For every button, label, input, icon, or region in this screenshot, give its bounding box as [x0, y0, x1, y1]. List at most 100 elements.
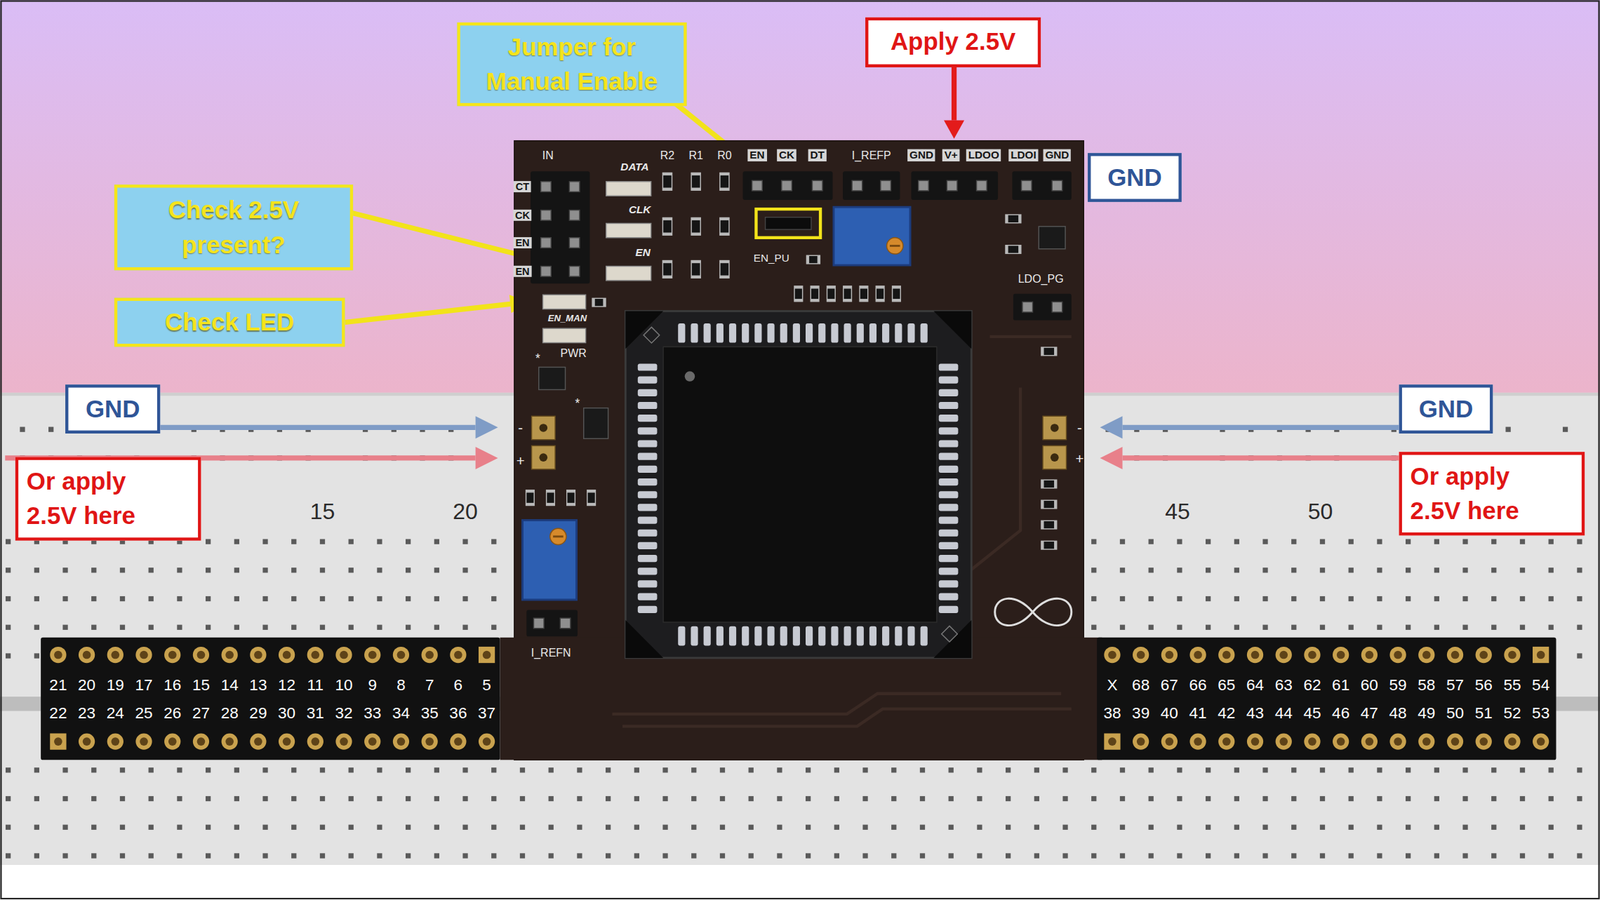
- header-pin: [1161, 733, 1178, 750]
- header-pin: [449, 647, 466, 664]
- breadboard-hole: [1520, 796, 1525, 802]
- breadboard-hole: [1205, 853, 1211, 859]
- breadboard-hole: [1491, 767, 1497, 773]
- smd-pad: [793, 285, 803, 302]
- breadboard-hole: [1462, 567, 1468, 573]
- callout-text: Check 2.5V present?: [125, 192, 342, 263]
- pin-number: 60: [1360, 675, 1379, 694]
- pin-pad: [1447, 647, 1464, 664]
- header-pin: [811, 180, 823, 191]
- header-pin: [1532, 733, 1549, 750]
- header-pin: [1475, 733, 1492, 750]
- breadboard-hole: [1348, 796, 1354, 802]
- pin-number: 19: [106, 675, 125, 694]
- breadboard-hole: [805, 767, 811, 773]
- silkscreen-label: V+: [942, 149, 960, 162]
- breadboard-hole: [234, 538, 240, 544]
- pin-hole: [225, 737, 234, 746]
- header-pin: [107, 647, 124, 664]
- pin-hole: [482, 651, 492, 660]
- pin-pad: [1132, 733, 1149, 750]
- breadboard-hole: [1576, 596, 1582, 602]
- breadboard-hole: [262, 825, 268, 831]
- pin-hole: [339, 737, 349, 746]
- breadboard-hole: [405, 567, 411, 573]
- breadboard-hole: [1291, 796, 1297, 802]
- pin-pad: [78, 647, 95, 664]
- pin-pad: [1332, 647, 1349, 664]
- pot-knob: [552, 535, 564, 538]
- header-pin: [164, 647, 181, 664]
- breadboard-hole: [1491, 567, 1497, 573]
- silkscreen-label: EN: [512, 265, 532, 278]
- pin-number: 21: [49, 675, 67, 694]
- chip-mark: [643, 327, 660, 344]
- breadboard-hole: [1348, 538, 1354, 544]
- pin-number: 28: [221, 704, 239, 723]
- breadboard-hole: [205, 853, 211, 859]
- pin-hole: [54, 651, 63, 660]
- breadboard-hole: [434, 853, 440, 859]
- breadboard-hole: [1062, 825, 1068, 831]
- pin-pad: [307, 647, 324, 664]
- led: [606, 266, 652, 281]
- breadboard-hole: [1320, 625, 1325, 631]
- header-pin: [569, 210, 580, 222]
- smd-part: [793, 285, 803, 302]
- pin-hole: [482, 737, 492, 746]
- smd-pad: [875, 285, 885, 302]
- pin-number: 57: [1446, 675, 1464, 694]
- breadboard-hole: [862, 796, 868, 802]
- breadboard-hole: [120, 567, 125, 573]
- breadboard-hole: [1176, 825, 1182, 831]
- breadboard-hole: [1262, 567, 1268, 573]
- breadboard-hole: [1205, 767, 1211, 773]
- pin-number: 32: [334, 704, 353, 723]
- breadboard-hole: [948, 796, 954, 802]
- breadboard-hole: [405, 796, 411, 802]
- silkscreen-label: GND: [1043, 149, 1072, 162]
- header-pin: [560, 618, 571, 629]
- breadboard-hole: [920, 853, 925, 859]
- breadboard-hole: [1262, 796, 1268, 802]
- smd-pad: [842, 285, 852, 302]
- breadboard-hole: [1234, 853, 1240, 859]
- smd-part: [662, 217, 673, 236]
- smd-body: [663, 220, 672, 233]
- pin-number: 27: [192, 704, 210, 723]
- pin-pad: [335, 733, 352, 750]
- pin-hole: [397, 737, 406, 746]
- breadboard-hole: [776, 825, 782, 831]
- header-pin: [135, 733, 152, 750]
- breadboard-hole: [34, 825, 40, 831]
- pin-pad: [221, 647, 238, 664]
- pin-header: [40, 637, 500, 760]
- chip-pin: [792, 626, 800, 647]
- pin-hole: [1451, 737, 1460, 746]
- pin-hole: [197, 651, 206, 660]
- breadboard-hole: [376, 596, 382, 602]
- pin-number: 61: [1331, 675, 1350, 694]
- breadboard-hole: [234, 767, 240, 773]
- breadboard-hole: [1520, 625, 1525, 631]
- smd-pad: [566, 489, 576, 506]
- pin-pad: [1103, 647, 1120, 664]
- silkscreen-label: DT: [808, 149, 827, 162]
- breadboard-hole: [1491, 853, 1497, 859]
- pin-number: X: [1106, 675, 1118, 694]
- breadboard-hole: [1120, 596, 1125, 602]
- callout-text: Jumper for Manual Enable: [472, 29, 672, 99]
- breadboard-hole: [148, 767, 154, 773]
- pin-pad: [1275, 647, 1292, 664]
- breadboard-hole: [1005, 853, 1011, 859]
- breadboard-hole: [5, 567, 11, 573]
- header-pin: [1051, 301, 1063, 313]
- smd-body: [720, 263, 730, 276]
- breadboard-hole: [1548, 853, 1554, 859]
- power-pad: [538, 453, 548, 462]
- smd-part: [810, 285, 820, 302]
- breadboard-hole: [920, 796, 925, 802]
- pin-hole: [368, 737, 377, 746]
- breadboard-hole: [834, 767, 840, 773]
- breadboard-hole: [1120, 767, 1125, 773]
